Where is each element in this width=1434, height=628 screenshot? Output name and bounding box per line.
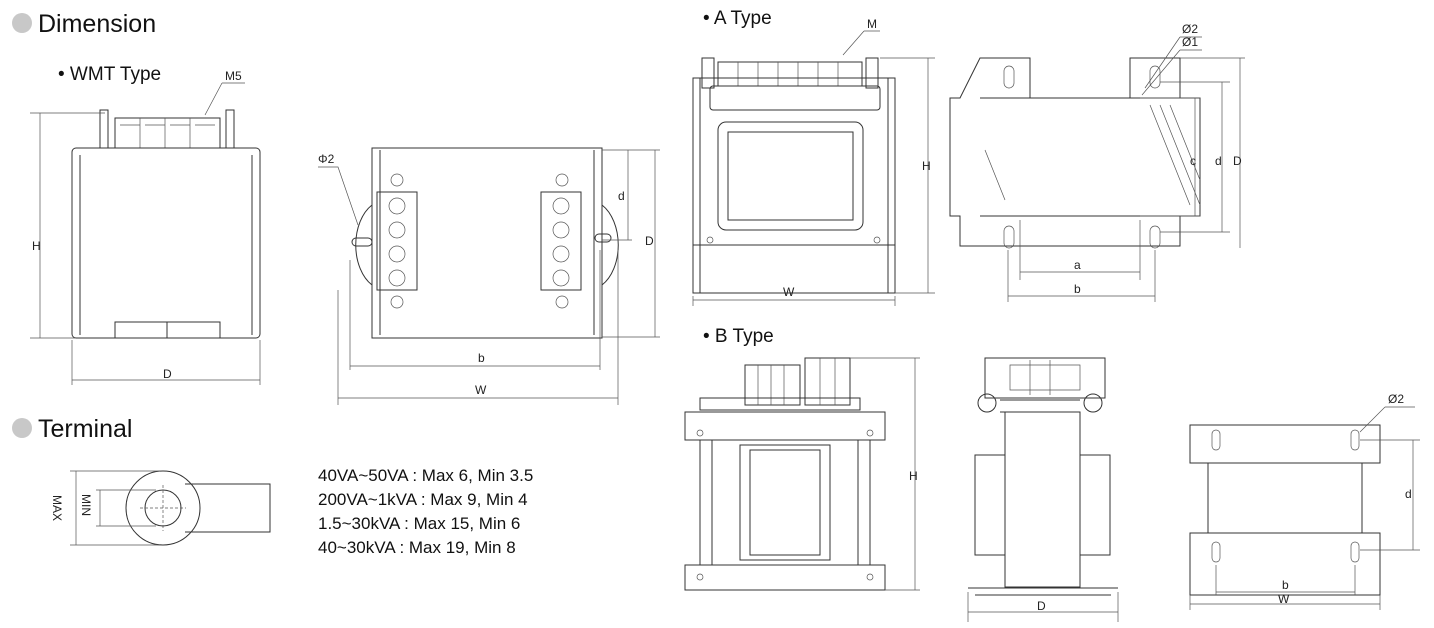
- b-type-dim-b: b: [1282, 578, 1289, 592]
- b-type-dim-W: W: [1278, 592, 1290, 606]
- wmt-type-drawing: • WMT Type M5 H D Φ2 d: [30, 64, 660, 405]
- a-type-screw-label: M: [867, 17, 877, 31]
- a-type-title: • A Type: [703, 8, 772, 29]
- b-type-hole-label: Ø2: [1388, 392, 1404, 406]
- a-type-hole2-label: Ø2: [1182, 22, 1198, 36]
- terminal-spec-line: 40~30kVA : Max 19, Min 8: [318, 538, 516, 557]
- bullet-icon: [12, 13, 32, 33]
- a-type-dim-c: c: [1190, 154, 1196, 168]
- terminal-spec-line: 40VA~50VA : Max 6, Min 3.5: [318, 466, 533, 485]
- wmt-dim-D-front: D: [163, 367, 172, 381]
- wmt-dim-b: b: [478, 351, 485, 365]
- terminal-min-label: MIN: [79, 494, 93, 516]
- b-type-dim-H: H: [909, 469, 918, 483]
- wmt-dim-D: D: [645, 234, 654, 248]
- terminal-max-label: MAX: [50, 495, 64, 521]
- terminal-spec-line: 200VA~1kVA : Max 9, Min 4: [318, 490, 528, 509]
- b-type-dim-d: d: [1405, 487, 1412, 501]
- wmt-dim-W: W: [475, 383, 487, 397]
- terminal-spec-line: 1.5~30kVA : Max 15, Min 6: [318, 514, 520, 533]
- wmt-dim-d: d: [618, 189, 625, 203]
- a-type-hole1-label: Ø1: [1182, 35, 1198, 49]
- a-type-dim-D: D: [1233, 154, 1242, 168]
- dimension-heading: Dimension: [38, 10, 156, 38]
- a-type-drawing: • A Type M H W Ø2 Ø1 c d D a b: [692, 8, 1245, 306]
- wmt-dim-H: H: [32, 239, 41, 253]
- wmt-type-title: • WMT Type: [58, 64, 161, 85]
- a-type-dim-W: W: [783, 285, 795, 299]
- a-type-dim-H: H: [922, 159, 931, 173]
- terminal-heading: Terminal: [38, 415, 132, 443]
- b-type-drawing: • B Type H D Ø2 d: [684, 326, 1420, 622]
- wmt-screw-label: M5: [225, 69, 242, 83]
- b-type-title: • B Type: [703, 326, 774, 347]
- a-type-dim-d: d: [1215, 154, 1222, 168]
- a-type-dim-a: a: [1074, 258, 1081, 272]
- bullet-icon: [12, 418, 32, 438]
- wmt-hole-label: Φ2: [318, 152, 335, 166]
- b-type-dim-D: D: [1037, 599, 1046, 613]
- terminal-lug-drawing: MAX MIN: [50, 470, 271, 546]
- a-type-dim-b: b: [1074, 282, 1081, 296]
